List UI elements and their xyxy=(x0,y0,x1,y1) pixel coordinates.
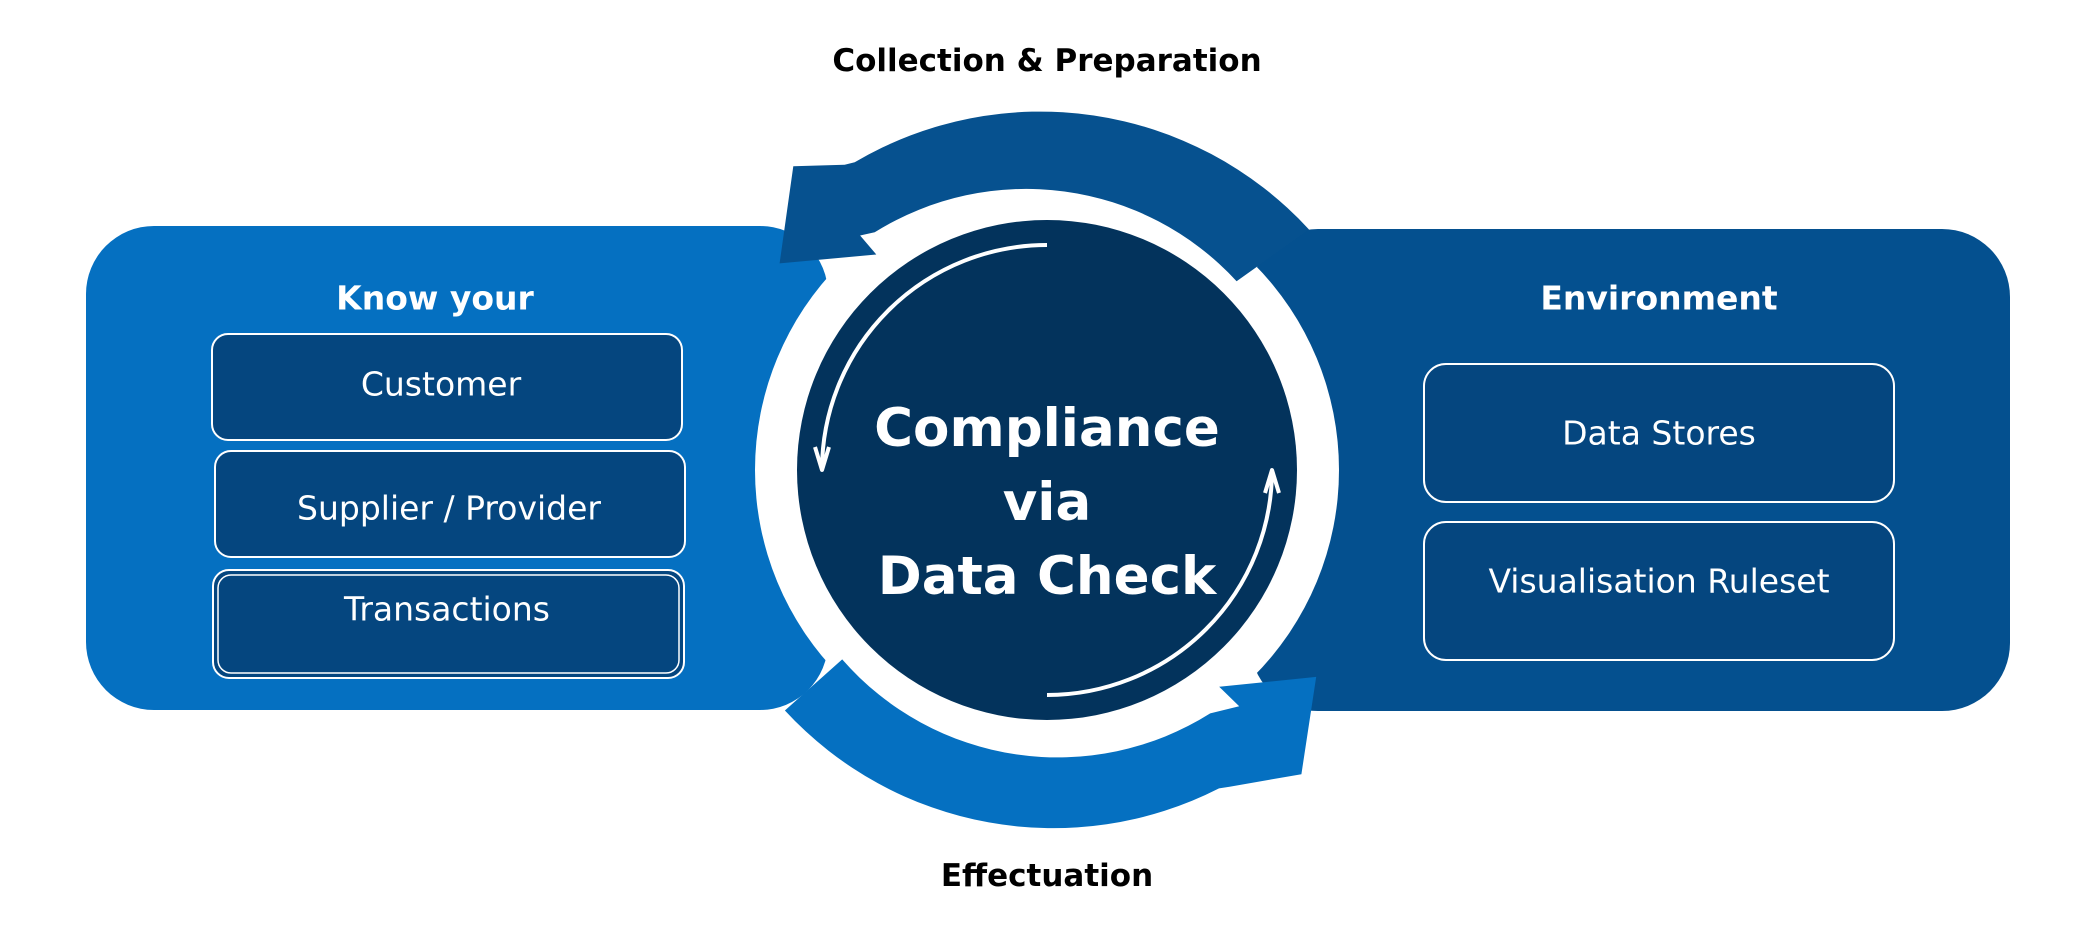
center-circle xyxy=(797,220,1297,720)
inner-arrow-right-head xyxy=(1263,468,1281,494)
right-panel-heading: Environment xyxy=(1540,278,1778,318)
item-data-stores: Data Stores xyxy=(1562,413,1756,453)
inner-arrow-left xyxy=(820,243,1048,471)
item-transactions: Transactions xyxy=(344,589,550,629)
item-box-visualisation xyxy=(1423,521,1895,661)
item-customer: Customer xyxy=(360,364,522,404)
item-visualisation-ruleset: Visualisation Ruleset xyxy=(1488,561,1830,601)
item-box-transactions-inner xyxy=(217,574,680,674)
center-title: Compliance via Data Check xyxy=(874,392,1220,614)
cycle-arrow-bottom xyxy=(784,659,1317,829)
item-box-transactions xyxy=(212,569,685,679)
center-title-line-2: via xyxy=(1002,472,1092,533)
item-box-customer xyxy=(211,333,683,441)
top-cycle-label: Collection & Preparation xyxy=(832,43,1262,79)
center-title-line-1: Compliance xyxy=(874,398,1220,459)
inner-arrow-right xyxy=(1046,469,1274,697)
left-panel-heading: Know your xyxy=(336,278,534,318)
center-title-line-3: Data Check xyxy=(877,546,1217,607)
cycle-arrow-top xyxy=(779,111,1310,282)
inner-arrow-left-head xyxy=(813,446,831,472)
item-box-data-stores xyxy=(1423,363,1895,503)
bottom-cycle-label: Effectuation xyxy=(940,858,1154,894)
item-supplier-provider: Supplier / Provider xyxy=(297,488,601,528)
item-box-supplier xyxy=(214,450,686,558)
